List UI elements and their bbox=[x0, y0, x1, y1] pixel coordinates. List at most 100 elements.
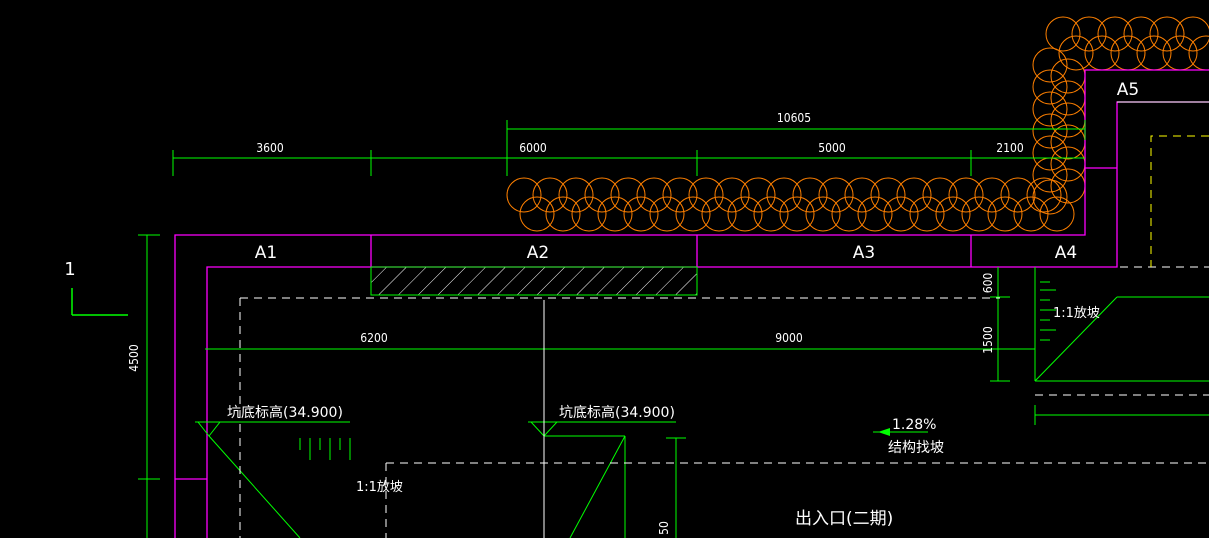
pile-circle bbox=[727, 196, 763, 232]
zone-a2[interactable]: A2 bbox=[527, 243, 549, 263]
pile-circle bbox=[857, 196, 893, 232]
pile-circle bbox=[1050, 58, 1086, 94]
pile-circle bbox=[1136, 35, 1172, 71]
pile-circle bbox=[623, 196, 659, 232]
pile-circle bbox=[1032, 47, 1068, 83]
pile-circle bbox=[662, 177, 698, 213]
dim-1500: 1500 bbox=[981, 326, 995, 354]
inner-dimension-chain bbox=[205, 340, 1035, 358]
pile-circle bbox=[1050, 124, 1086, 160]
structural-slope-label: 结构找坡 bbox=[888, 440, 944, 456]
slope-percent: 1.28% bbox=[892, 417, 936, 433]
right-slope-detail bbox=[990, 267, 1209, 425]
section-marker bbox=[71, 288, 128, 316]
pile-circle bbox=[714, 177, 750, 213]
pile-circle bbox=[701, 196, 737, 232]
pile-circle bbox=[1110, 35, 1146, 71]
pile-circle bbox=[1045, 16, 1081, 52]
zone-a4[interactable]: A4 bbox=[1055, 243, 1077, 263]
pile-circle bbox=[1084, 35, 1120, 71]
pile-circle bbox=[961, 196, 997, 232]
pile-circle bbox=[519, 196, 555, 232]
pile-circle bbox=[1032, 69, 1068, 105]
pile-circle bbox=[1149, 16, 1185, 52]
pile-row-top bbox=[1045, 16, 1209, 71]
pile-circle bbox=[558, 177, 594, 213]
pile-circle bbox=[1032, 135, 1068, 171]
pile-circle bbox=[1032, 91, 1068, 127]
pile-circle bbox=[688, 177, 724, 213]
pile-circle bbox=[935, 196, 971, 232]
zone-a1[interactable]: A1 bbox=[255, 243, 277, 263]
pile-circle bbox=[909, 196, 945, 232]
pile-circle bbox=[1032, 113, 1068, 149]
pile-circle bbox=[1123, 16, 1159, 52]
dim-4500: 4500 bbox=[127, 344, 141, 372]
pile-circle bbox=[675, 196, 711, 232]
dim-3600: 3600 bbox=[256, 141, 284, 155]
pile-circle bbox=[1032, 157, 1068, 193]
pile-circle bbox=[1175, 16, 1209, 52]
pile-circle bbox=[506, 177, 542, 213]
left-dimension-4500 bbox=[138, 234, 160, 538]
pile-circle bbox=[974, 177, 1010, 213]
middle-pit-slope bbox=[528, 421, 686, 538]
pile-circle bbox=[883, 196, 919, 232]
entrance-label: 出入口(二期) bbox=[795, 509, 893, 529]
pile-circle bbox=[1032, 179, 1068, 215]
dim-6000: 6000 bbox=[519, 141, 547, 155]
pile-circle bbox=[1071, 16, 1107, 52]
pile-circle bbox=[766, 177, 802, 213]
dim-600: 600 bbox=[981, 273, 995, 294]
pile-circle bbox=[571, 196, 607, 232]
structure-outline bbox=[239, 101, 1209, 538]
pile-circle bbox=[1058, 35, 1094, 71]
pile-circle bbox=[753, 196, 789, 232]
pile-circle bbox=[545, 196, 581, 232]
pile-circle bbox=[532, 177, 568, 213]
pile-circle bbox=[1050, 168, 1086, 204]
dim-6200: 6200 bbox=[360, 331, 388, 345]
pile-circle bbox=[636, 177, 672, 213]
pile-circle bbox=[792, 177, 828, 213]
pile-circle bbox=[805, 196, 841, 232]
dim-5000: 5000 bbox=[818, 141, 846, 155]
excavation-boundary bbox=[174, 69, 1209, 538]
pile-circle bbox=[987, 196, 1023, 232]
pile-circle bbox=[1050, 146, 1086, 182]
pit-elevation-left: 坑底标高(34.900) bbox=[227, 404, 343, 421]
slope-label-left: 1:1放坡 bbox=[356, 480, 403, 495]
dim-9000: 9000 bbox=[775, 331, 803, 345]
zone-a5[interactable]: A5 bbox=[1117, 80, 1139, 100]
pile-circle bbox=[870, 177, 906, 213]
pit-elevation-middle: 坑底标高(34.900) bbox=[559, 404, 675, 421]
hatched-crown-beam bbox=[370, 266, 698, 296]
slope-arrow bbox=[873, 428, 928, 436]
zone-a3[interactable]: A3 bbox=[853, 243, 875, 263]
pile-circle bbox=[922, 177, 958, 213]
pile-column-vertical bbox=[1032, 47, 1086, 215]
pile-circle bbox=[584, 177, 620, 213]
left-pit-slope bbox=[195, 421, 351, 538]
pile-circle bbox=[1050, 102, 1086, 138]
pile-circle bbox=[597, 196, 633, 232]
pile-circle bbox=[948, 177, 984, 213]
dim-2100: 2100 bbox=[996, 141, 1024, 155]
slope-label-top: 1:1放坡 bbox=[1053, 306, 1100, 321]
pile-circle bbox=[1013, 196, 1049, 232]
top-dimension-chain bbox=[172, 120, 1086, 176]
pile-circle bbox=[1000, 177, 1036, 213]
pile-circle bbox=[1050, 80, 1086, 116]
dim-50: 50 bbox=[657, 521, 671, 535]
pile-circle bbox=[818, 177, 854, 213]
pile-circle bbox=[844, 177, 880, 213]
pile-circle bbox=[1039, 196, 1075, 232]
pile-circle bbox=[1097, 16, 1133, 52]
section-marker-label: 1 bbox=[64, 259, 75, 280]
pile-circle bbox=[740, 177, 776, 213]
hidden-outline bbox=[1150, 135, 1209, 267]
pile-circle bbox=[831, 196, 867, 232]
pile-row-horizontal bbox=[506, 177, 1075, 232]
pile-circle bbox=[896, 177, 932, 213]
